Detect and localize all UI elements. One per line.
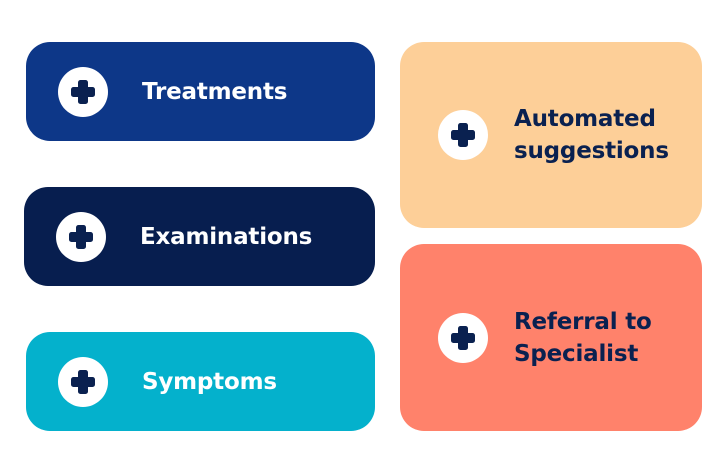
automated-suggestions-card[interactable]: Automated suggestions bbox=[400, 42, 702, 228]
automated-suggestions-label: Automated suggestions bbox=[514, 103, 669, 167]
plus-icon bbox=[438, 110, 488, 160]
treatments-card[interactable]: Treatments bbox=[26, 42, 375, 141]
automated-suggestions-line-2: suggestions bbox=[514, 138, 669, 164]
treatments-label: Treatments bbox=[142, 78, 288, 105]
referral-to-specialist-line-1: Referral to bbox=[514, 308, 652, 335]
referral-to-specialist-label: Referral to Specialist bbox=[514, 306, 652, 370]
plus-icon bbox=[58, 66, 108, 117]
referral-to-specialist-card[interactable]: Referral to Specialist bbox=[400, 244, 702, 431]
examinations-card[interactable]: Examinations bbox=[24, 187, 375, 286]
symptoms-label: Symptoms bbox=[142, 368, 277, 395]
plus-icon bbox=[56, 211, 106, 262]
referral-to-specialist-line-2: Specialist bbox=[514, 340, 639, 367]
symptoms-card[interactable]: Symptoms bbox=[26, 332, 375, 431]
examinations-label: Examinations bbox=[140, 223, 313, 250]
plus-icon bbox=[58, 356, 108, 407]
plus-icon bbox=[438, 312, 488, 363]
automated-suggestions-line-1: Automated bbox=[514, 106, 656, 132]
